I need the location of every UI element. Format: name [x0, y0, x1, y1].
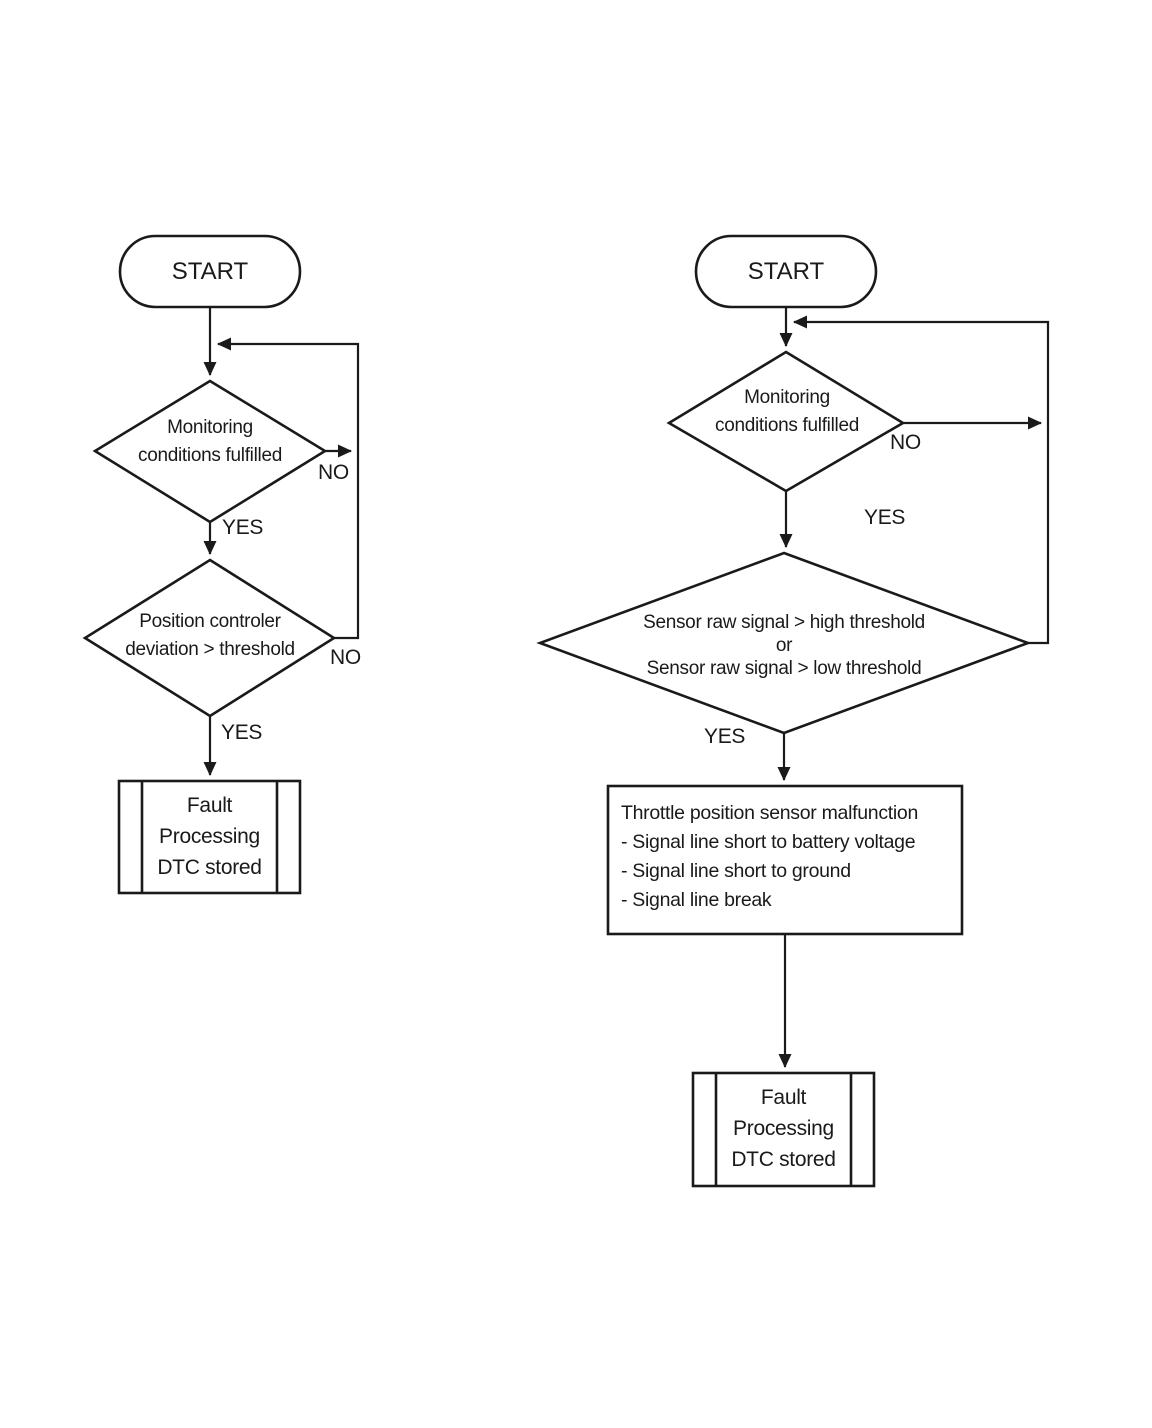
start-label-right: START — [747, 257, 825, 285]
decision-deviation-line1-left: Position controler — [139, 611, 281, 632]
malfunction-line4: - Signal line break — [621, 889, 772, 911]
fault-line2-left: Processing — [159, 825, 260, 848]
no-loop-connector-left — [217, 337, 360, 640]
decision-sensor-line3-right: Sensor raw signal > low threshold — [646, 658, 922, 679]
fault-process-text-right: Fault Processing DTC stored — [716, 1082, 851, 1175]
decision-monitoring-line1-left: Monitoring — [167, 417, 253, 438]
left-flowchart — [82, 234, 360, 895]
decision-monitoring-line2-right: conditions fulfilled — [715, 415, 859, 436]
decision-sensor-text-right: Sensor raw signal > high threshold or Se… — [540, 611, 1028, 680]
decision-sensor-line1-right: Sensor raw signal > high threshold — [643, 612, 925, 633]
yes-label-deviation-left: YES — [221, 721, 263, 744]
yes-label-monitoring-right: YES — [864, 506, 906, 529]
no-label-monitoring-right: NO — [890, 431, 921, 454]
malfunction-line2: - Signal line short to battery voltage — [621, 831, 916, 853]
fault-process-text-left: Fault Processing DTC stored — [142, 790, 277, 883]
decision-deviation-text-left: Position controler deviation > threshold — [85, 608, 335, 664]
decision-sensor-line2-right: or — [775, 635, 793, 656]
no-loop-connector-right — [793, 315, 1050, 645]
no-label-monitoring-left: NO — [318, 461, 349, 484]
malfunction-line1: Throttle position sensor malfunction — [621, 802, 919, 824]
fault-process-box-left — [117, 779, 302, 895]
decision-monitoring-text-right: Monitoring conditions fulfilled — [670, 384, 904, 440]
yes-label-monitoring-left: YES — [222, 516, 264, 539]
decision-monitoring-text-left: Monitoring conditions fulfilled — [95, 414, 325, 470]
yes-label-sensor-right: YES — [704, 725, 746, 748]
start-label-left: START — [171, 257, 249, 285]
right-flowchart — [536, 234, 1050, 1188]
fault-process-box-right — [691, 1071, 876, 1188]
fault-line2-right: Processing — [733, 1117, 834, 1140]
fault-line1-right: Fault — [760, 1086, 807, 1109]
fault-line3-right: DTC stored — [731, 1148, 836, 1171]
fault-line1-left: Fault — [186, 794, 233, 817]
decision-deviation-line2-left: deviation > threshold — [125, 639, 295, 660]
malfunction-process-text: Throttle position sensor malfunction - S… — [621, 799, 956, 915]
decision-monitoring-line1-right: Monitoring — [744, 387, 830, 408]
no-label-deviation-left: NO — [330, 646, 361, 669]
malfunction-line3: - Signal line short to ground — [621, 860, 851, 882]
decision-monitoring-line2-left: conditions fulfilled — [138, 445, 282, 466]
fault-line3-left: DTC stored — [157, 856, 262, 879]
